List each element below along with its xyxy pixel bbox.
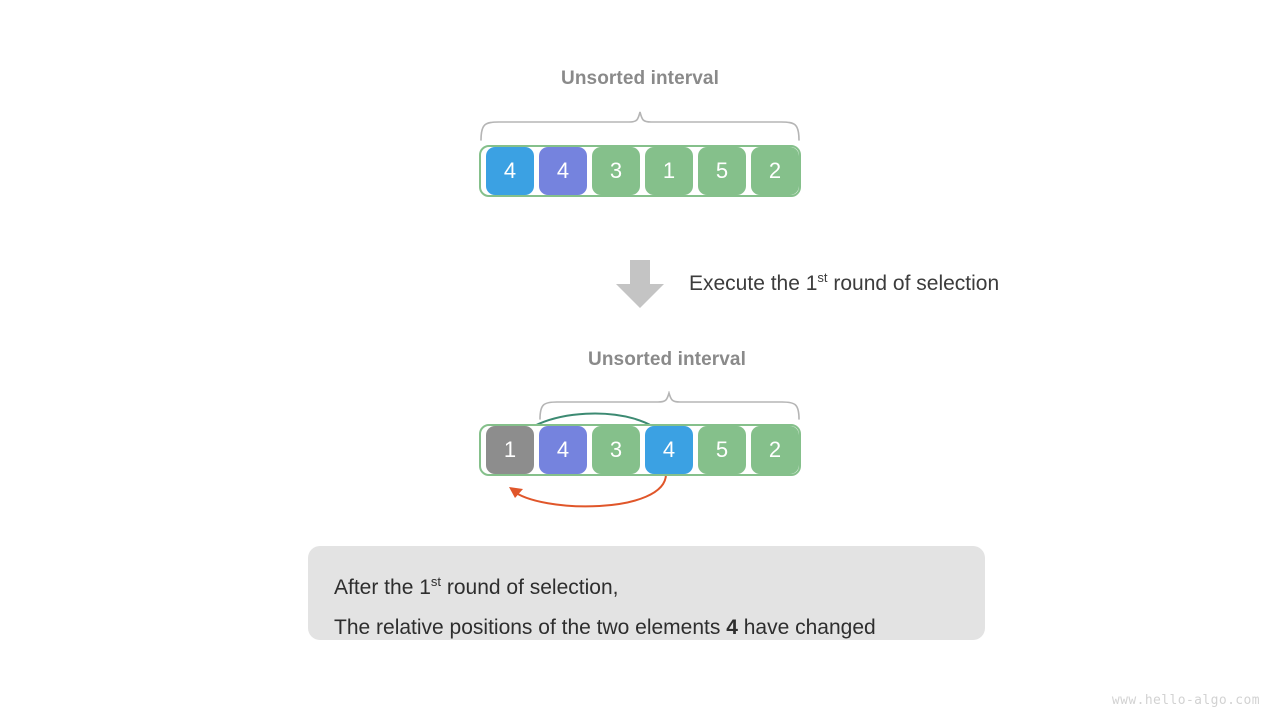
array-cell: 1 [645, 147, 693, 195]
arrow-down-icon [616, 260, 664, 308]
swap-arrow-back-icon [509, 473, 667, 508]
array-cell: 5 [698, 147, 746, 195]
array-cell: 3 [592, 426, 640, 474]
watermark: www.hello-algo.com [1111, 693, 1260, 708]
array-cell: 4 [539, 426, 587, 474]
transition-text-sup: st [817, 270, 828, 285]
array-cell: 4 [645, 426, 693, 474]
caption-line2-before: The relative positions of the two elemen… [334, 616, 727, 639]
transition-text-before: Execute the 1 [689, 272, 818, 295]
caption-line-2: The relative positions of the two elemen… [334, 608, 959, 648]
transition-text-after: round of selection [827, 272, 1000, 295]
brace-step1 [480, 111, 800, 141]
unsorted-interval-label-step2: Unsorted interval [588, 349, 746, 370]
caption-line-1: After the 1st round of selection, [334, 568, 959, 608]
array-step1: 4 4 3 1 5 2 [479, 145, 801, 197]
array-cell: 2 [751, 147, 799, 195]
array-cell: 5 [698, 426, 746, 474]
caption-line1-after: round of selection, [441, 576, 619, 599]
brace-step2 [539, 391, 800, 420]
caption-line1-sup: st [430, 574, 442, 589]
caption-line2-bold: 4 [726, 616, 738, 639]
caption-box: After the 1st round of selection, The re… [308, 546, 985, 640]
array-cell: 4 [486, 147, 534, 195]
unsorted-interval-label-step1: Unsorted interval [561, 68, 719, 89]
array-cell: 3 [592, 147, 640, 195]
caption-line2-after: have changed [737, 616, 876, 639]
array-cell: 1 [486, 426, 534, 474]
array-cell: 4 [539, 147, 587, 195]
array-step2: 1 4 3 4 5 2 [479, 424, 801, 476]
transition-text: Execute the 1st round of selection [689, 270, 1000, 296]
caption-line1-before: After the 1 [334, 576, 431, 599]
array-cell: 2 [751, 426, 799, 474]
